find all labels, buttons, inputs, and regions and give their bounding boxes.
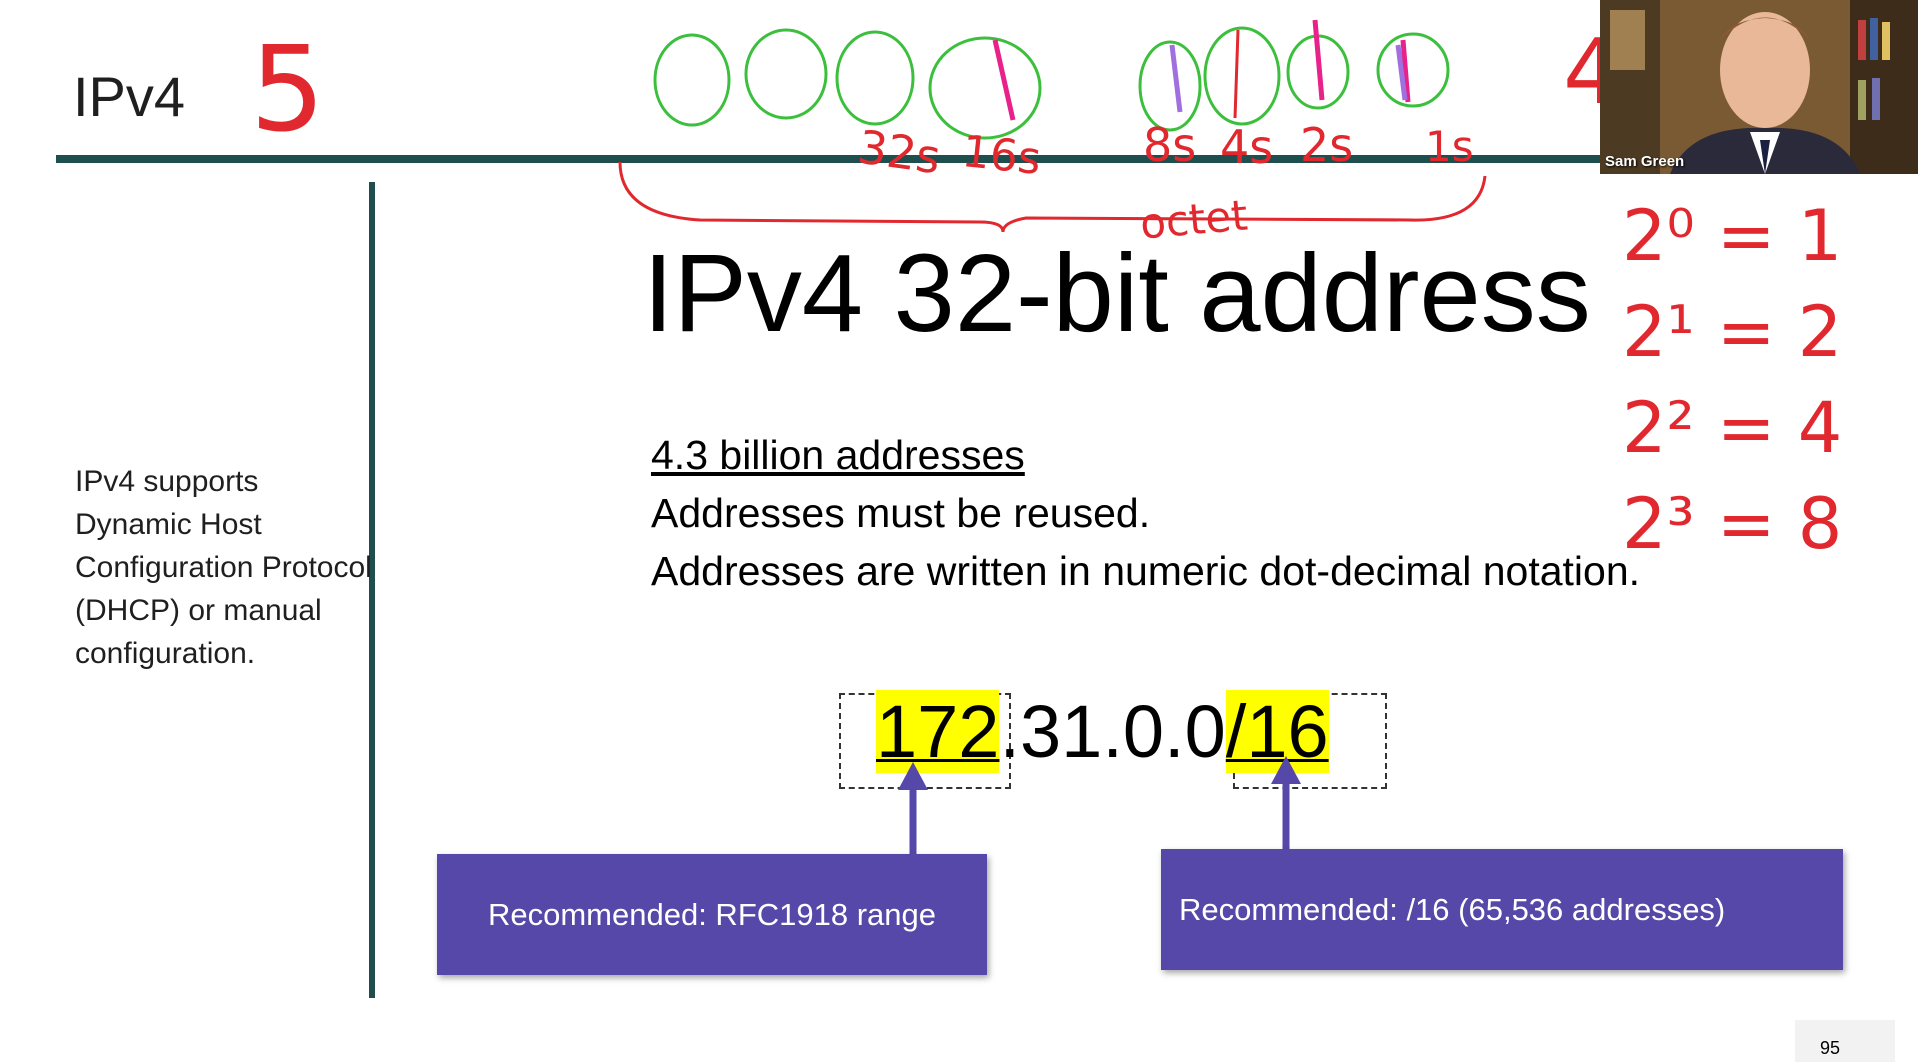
bit-label-8: 8s <box>1143 118 1197 172</box>
power-2-3: 2³ = 8 <box>1622 483 1843 565</box>
address-first-octet: 172 <box>876 690 1000 773</box>
power-2-1: 2¹ = 2 <box>1622 291 1843 373</box>
bullet-address-count: 4.3 billion addresses <box>651 432 1025 478</box>
bit-label-32: 32s <box>854 119 944 185</box>
address-prefix: /16 <box>1225 690 1329 773</box>
bullet-reuse: Addresses must be reused. <box>651 490 1151 536</box>
bit-label-1: 1s <box>1425 122 1474 171</box>
webcam-video <box>1600 0 1918 174</box>
address-rest: .31.0.0 <box>999 690 1226 773</box>
handwritten-octet: octet <box>1138 190 1250 249</box>
callout-prefix-text: Recommended: /16 (65,536 addresses) <box>1179 891 1726 927</box>
webcam-tile[interactable]: Sam Green <box>1600 0 1918 174</box>
power-2-2: 2² = 4 <box>1622 387 1843 469</box>
sidebar-divider <box>369 182 375 998</box>
sidebar-text: IPv4 supports Dynamic Host Configuration… <box>75 465 372 670</box>
ip-address-example: 172.31.0.0/16 <box>876 682 1329 782</box>
callout-prefix: Recommended: /16 (65,536 addresses) <box>1161 849 1843 970</box>
bullet-notation: Addresses are written in numeric dot-dec… <box>651 548 1641 594</box>
title-divider <box>56 155 1606 163</box>
bullet-list: 4.3 billion addresses Addresses must be … <box>651 426 1640 600</box>
webcam-name: Sam Green <box>1605 153 1685 170</box>
bit-label-16: 16s <box>959 126 1044 185</box>
bit-label-2: 2s <box>1300 118 1354 172</box>
callout-rfc1918-text: Recommended: RFC1918 range <box>487 896 937 932</box>
bit-label-4: 4s <box>1220 120 1274 174</box>
bit-circles <box>653 26 1450 140</box>
page-number: 95 <box>1795 1020 1895 1062</box>
power-2-0: 2⁰ = 1 <box>1622 195 1843 277</box>
slide-title: IPv4 <box>73 65 186 128</box>
powers-of-two: 2⁰ = 1 2¹ = 2 2² = 4 2³ = 8 <box>1622 188 1842 572</box>
handwritten-five: 5 <box>250 20 326 158</box>
main-heading: IPv4 32-bit address <box>643 232 1591 355</box>
callout-rfc1918: Recommended: RFC1918 range <box>437 854 987 975</box>
